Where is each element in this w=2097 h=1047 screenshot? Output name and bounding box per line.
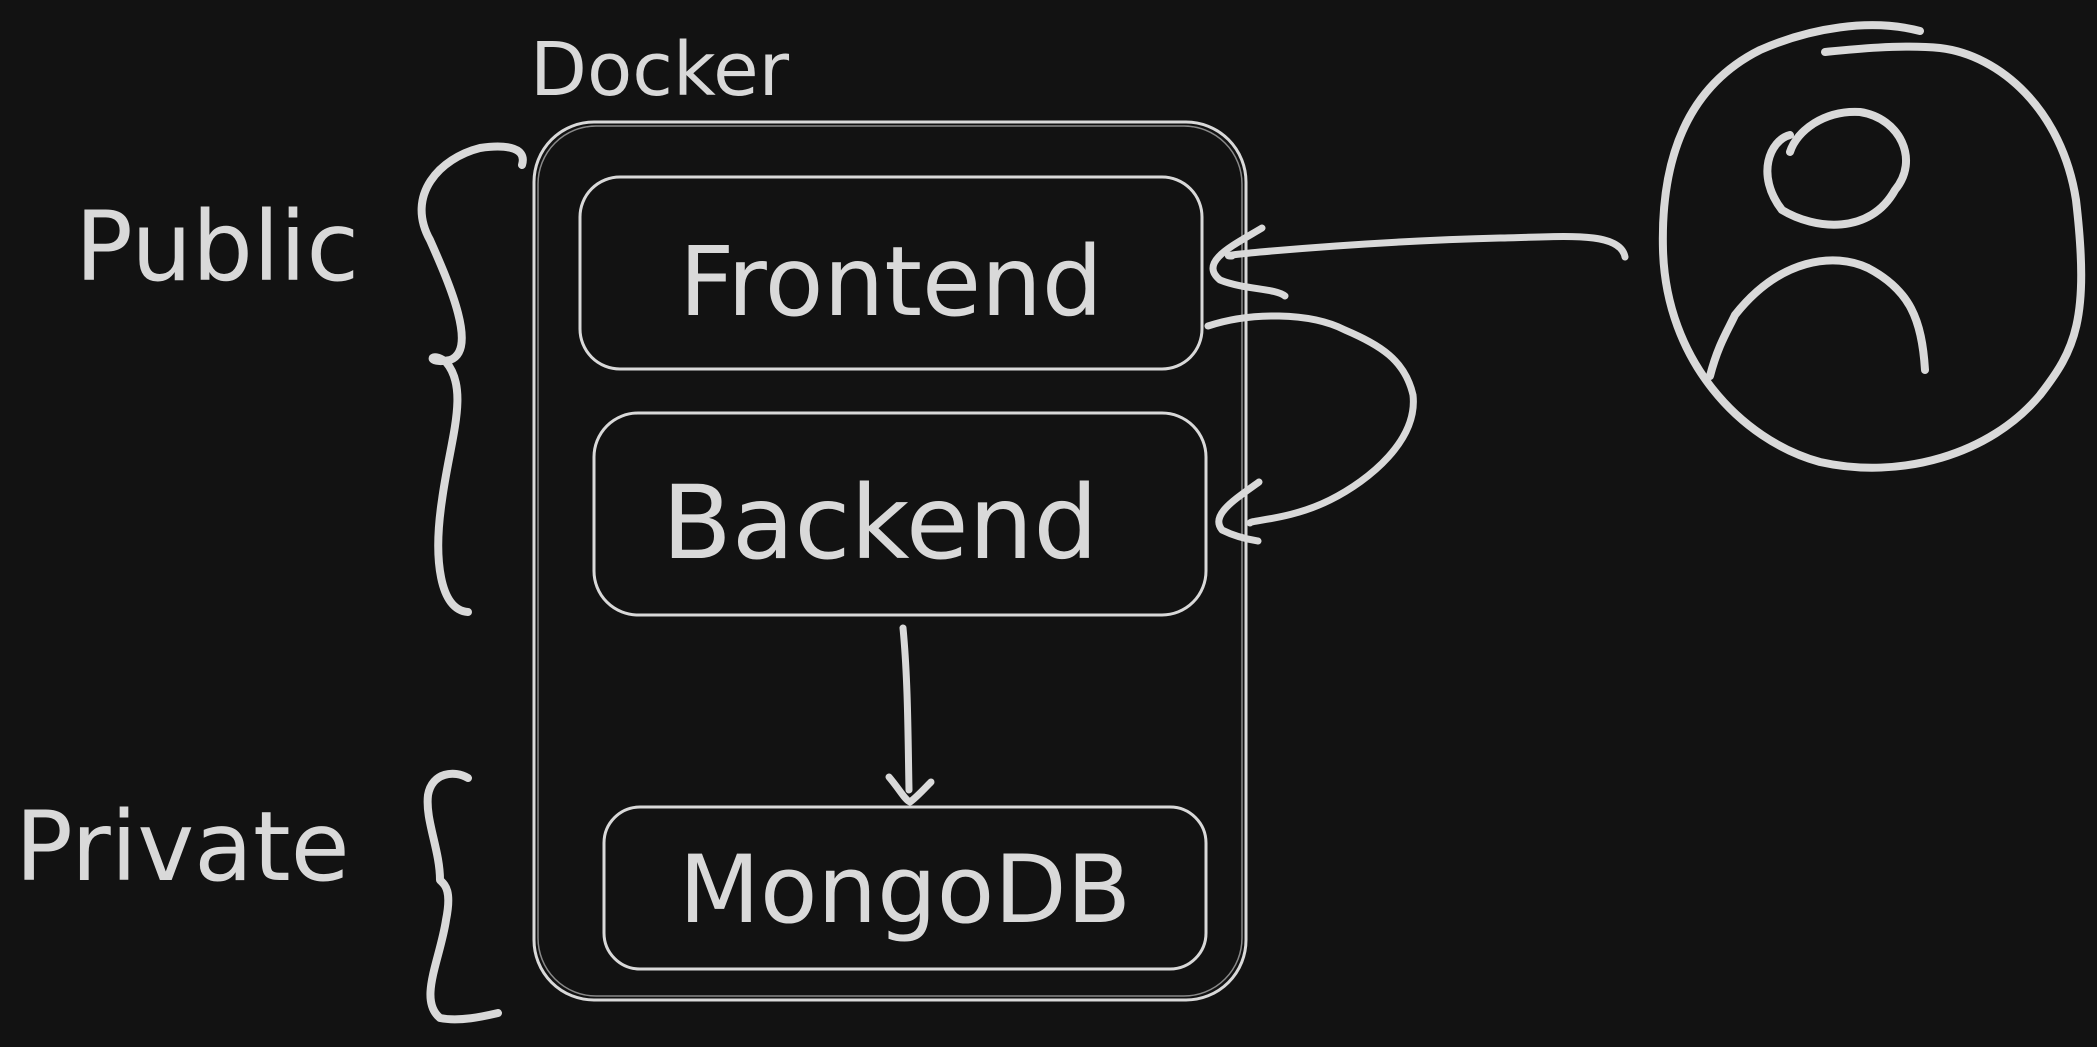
backend-label: Backend	[662, 464, 1098, 583]
docker-container-inner-line	[537, 125, 1243, 997]
service-mongodb: MongoDB	[602, 805, 1208, 971]
arrow-frontend-to-backend-head	[1215, 478, 1263, 545]
arrow-backend-to-mongodb-head	[885, 773, 935, 806]
frontend-box	[578, 175, 1204, 371]
arrow-frontend-to-backend	[1204, 312, 1417, 527]
arrow-user-to-frontend	[1225, 232, 1629, 261]
mongodb-box	[602, 805, 1208, 971]
arrow-user-to-frontend-head	[1209, 224, 1289, 300]
docker-container	[532, 120, 1248, 1002]
arrow-backend-to-mongodb	[899, 624, 913, 794]
mongodb-label: MongoDB	[679, 836, 1131, 945]
private-zone-label: Private	[15, 791, 350, 903]
backend-box	[592, 411, 1208, 617]
public-zone-label: Public	[75, 191, 359, 303]
user-icon	[1658, 21, 2086, 472]
frontend-label: Frontend	[679, 226, 1103, 338]
public-brace	[417, 142, 527, 616]
service-frontend: Frontend	[578, 175, 1204, 371]
service-backend: Backend	[592, 411, 1208, 617]
private-brace	[423, 769, 502, 1024]
docker-label: Docker	[530, 27, 790, 113]
